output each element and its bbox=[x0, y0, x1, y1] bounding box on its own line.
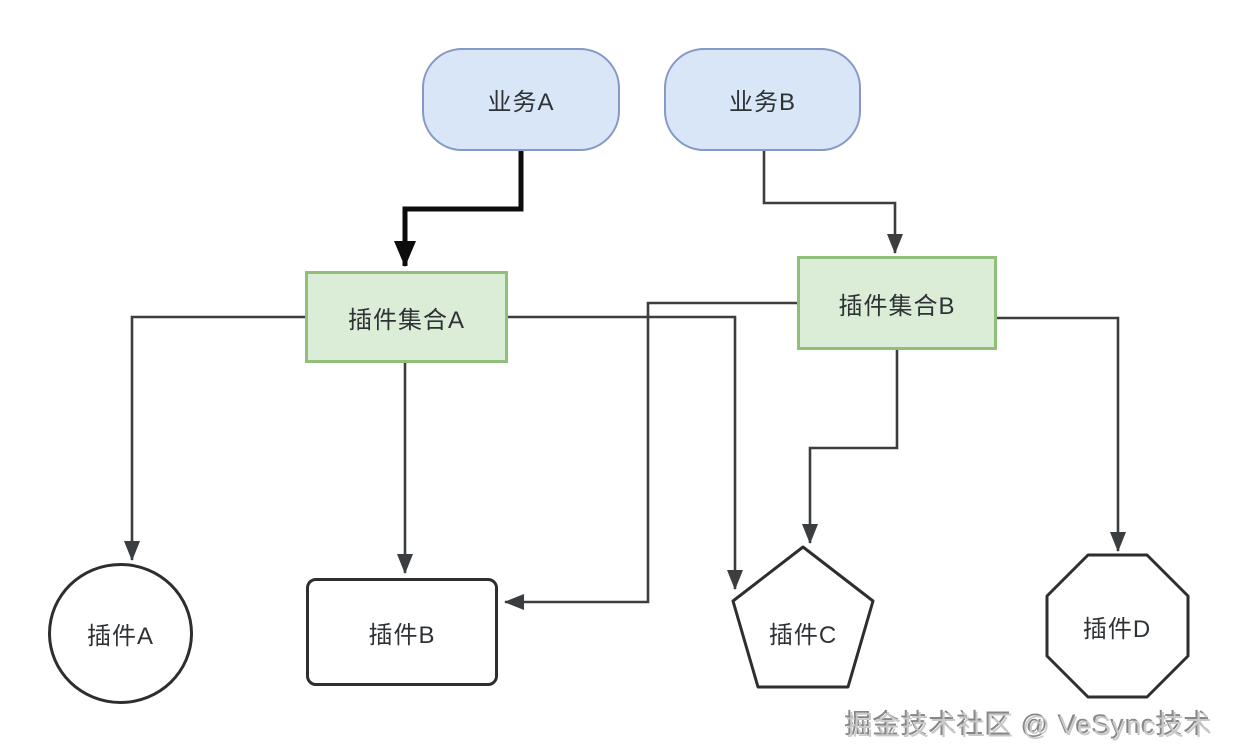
edge-plugin-set-b-to-plugin-c bbox=[802, 350, 899, 544]
node-business-a: 业务A bbox=[422, 48, 620, 151]
edge-plugin-set-a-to-plugin-c bbox=[508, 315, 743, 590]
plugin-d-octagon-shape bbox=[1045, 553, 1190, 699]
node-business-b: 业务B bbox=[664, 48, 861, 151]
node-plugin-c-label: 插件C bbox=[768, 621, 838, 649]
edge-business-a-to-plugin-set-a bbox=[394, 150, 524, 267]
plugin-c-pentagon-shape bbox=[731, 545, 875, 689]
edge-plugin-set-b-to-plugin-d bbox=[997, 316, 1126, 552]
node-plugin-set-a: 插件集合A bbox=[305, 271, 508, 363]
node-plugin-b: 插件B bbox=[306, 578, 498, 686]
edge-plugin-set-a-to-plugin-a bbox=[124, 315, 305, 561]
node-plugin-set-b: 插件集合B bbox=[797, 256, 997, 350]
watermark-text: 掘金技术社区 @ VeSync技术 bbox=[846, 711, 1213, 741]
node-plugin-a: 插件A bbox=[48, 563, 193, 704]
edge-business-b-to-plugin-set-b bbox=[762, 150, 903, 254]
node-plugin-d-label: 插件D bbox=[1082, 615, 1152, 643]
edge-plugin-set-b-to-plugin-b bbox=[504, 301, 797, 610]
